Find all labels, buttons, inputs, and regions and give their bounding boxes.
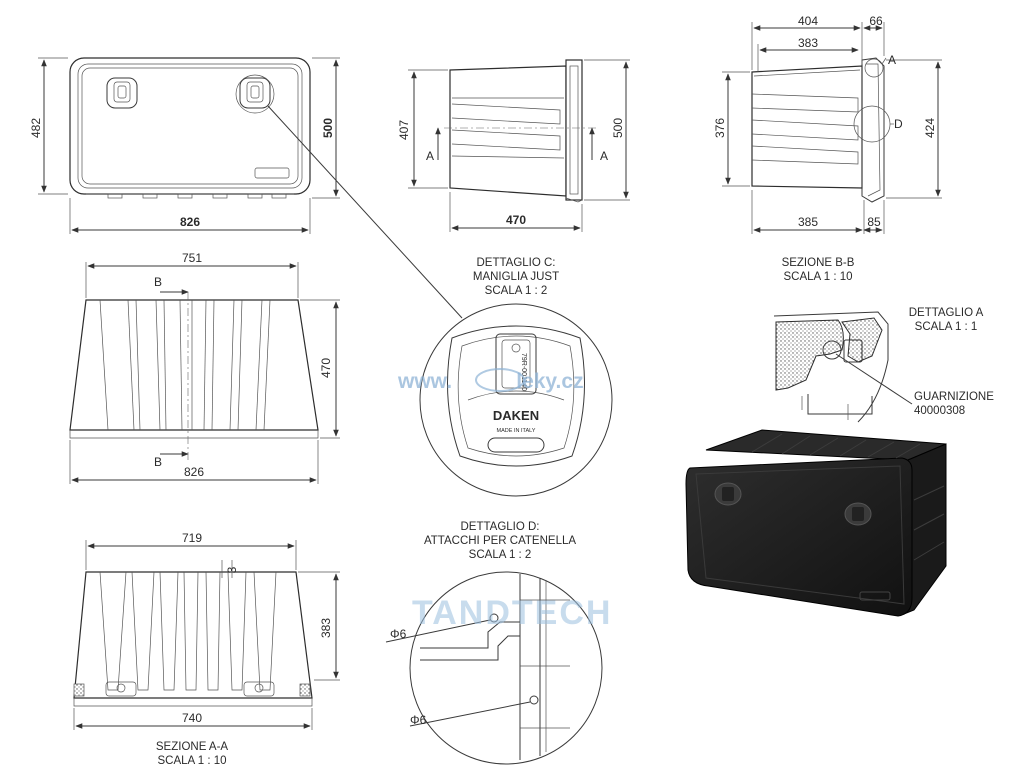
front-view: 826 482 500 [29,57,463,319]
detail-d-caption-title: DETTAGLIO D: [460,521,539,533]
bb-height-right-dim: 424 [923,118,937,138]
bb-lid-dim: 66 [869,14,883,28]
front-width-dim: 826 [180,215,200,229]
front-overall-height-dim: 500 [321,118,335,138]
bb-detail-a-mark: A [888,53,896,67]
detail-d-hole-lower: Φ6 [410,713,427,727]
section-bb-view: 404 66 383 376 424 385 85 A D SEZIONE B-… [713,14,942,283]
bb-detail-d-mark: D [894,117,903,131]
detail-a-caption-scale: SCALA 1 : 1 [915,321,978,333]
top-width-top-dim: 751 [182,251,202,265]
detail-c-part-number: 79R-001140 [520,353,527,391]
top-section-mark-top: B [154,275,162,289]
side-depth-dim: 470 [506,213,526,227]
detail-d-view: DETTAGLIO D: ATTACCHI PER CATENELLA SCAL… [385,521,603,765]
render-handle-left [714,482,742,506]
side-section-mark-left: A [426,149,434,163]
side-view: A A 407 500 470 [397,59,630,232]
detail-d-caption-scale: SCALA 1 : 2 [469,549,532,561]
top-view: B B 751 826 470 [69,251,340,484]
aa-caption-scale: SCALA 1 : 10 [157,755,226,767]
aa-height-dim: 383 [319,618,333,638]
bb-bottom-right-dim: 85 [867,215,881,229]
side-section-mark-right: A [600,149,608,163]
aa-width-top-dim: 719 [182,531,202,545]
detail-c-caption-name: MANIGLIA JUST [473,271,559,283]
bb-bottom-left-dim: 385 [798,215,818,229]
detail-d-caption-name: ATTACCHI PER CATENELLA [424,535,576,547]
bb-width-outer-dim: 404 [798,14,818,28]
detail-c-made-in: MADE IN ITALY [497,428,536,434]
bb-width-inner-dim: 383 [798,36,818,50]
toolbox-3d-render [685,429,947,617]
detail-c-view: DETTAGLIO C: MANIGLIA JUST SCALA 1 : 2 7… [419,257,613,497]
front-handle-left [106,77,138,109]
top-view-ribs [99,299,271,431]
section-aa-latches [73,681,311,697]
top-width-bottom-dim: 826 [184,465,204,479]
bb-height-left-dim: 376 [713,118,727,138]
detail-d-hole-upper: Φ6 [390,627,407,641]
top-depth-dim: 470 [319,358,333,378]
watermark-site-logo [475,368,525,392]
section-aa-view: 719 740 383 3 SEZIONE A-A SCALA 1 : 10 [73,531,340,767]
bb-caption-title: SEZIONE B-B [782,257,855,269]
render-handle-right [844,502,872,526]
detail-c-brand: DAKEN [493,408,539,423]
front-height-dim: 482 [29,118,43,138]
detail-a-view: DETTAGLIO A SCALA 1 : 1 GUARNIZIONE 4000… [773,307,994,423]
detail-a-caption-title: DETTAGLIO A [909,307,984,319]
side-body-height-dim: 407 [397,120,411,140]
top-section-mark-bottom: B [154,455,162,469]
detail-a-seal-code: 40000308 [914,405,965,417]
detail-c-caption-scale: SCALA 1 : 2 [485,285,548,297]
watermark-brand: TANDTECH [412,594,612,632]
aa-width-bottom-dim: 740 [182,711,202,725]
detail-a-seal-label: GUARNIZIONE [914,391,994,403]
bb-caption-scale: SCALA 1 : 10 [783,271,852,283]
aa-caption-title: SEZIONE A-A [156,741,229,753]
front-handle-right [239,77,271,109]
side-overall-height-dim: 500 [611,118,625,138]
section-aa-ribs [99,571,277,691]
detail-c-caption-title: DETTAGLIO C: [476,257,555,269]
aa-wall-dim: 3 [225,566,239,573]
watermark-site: www. leky.cz [397,370,584,393]
